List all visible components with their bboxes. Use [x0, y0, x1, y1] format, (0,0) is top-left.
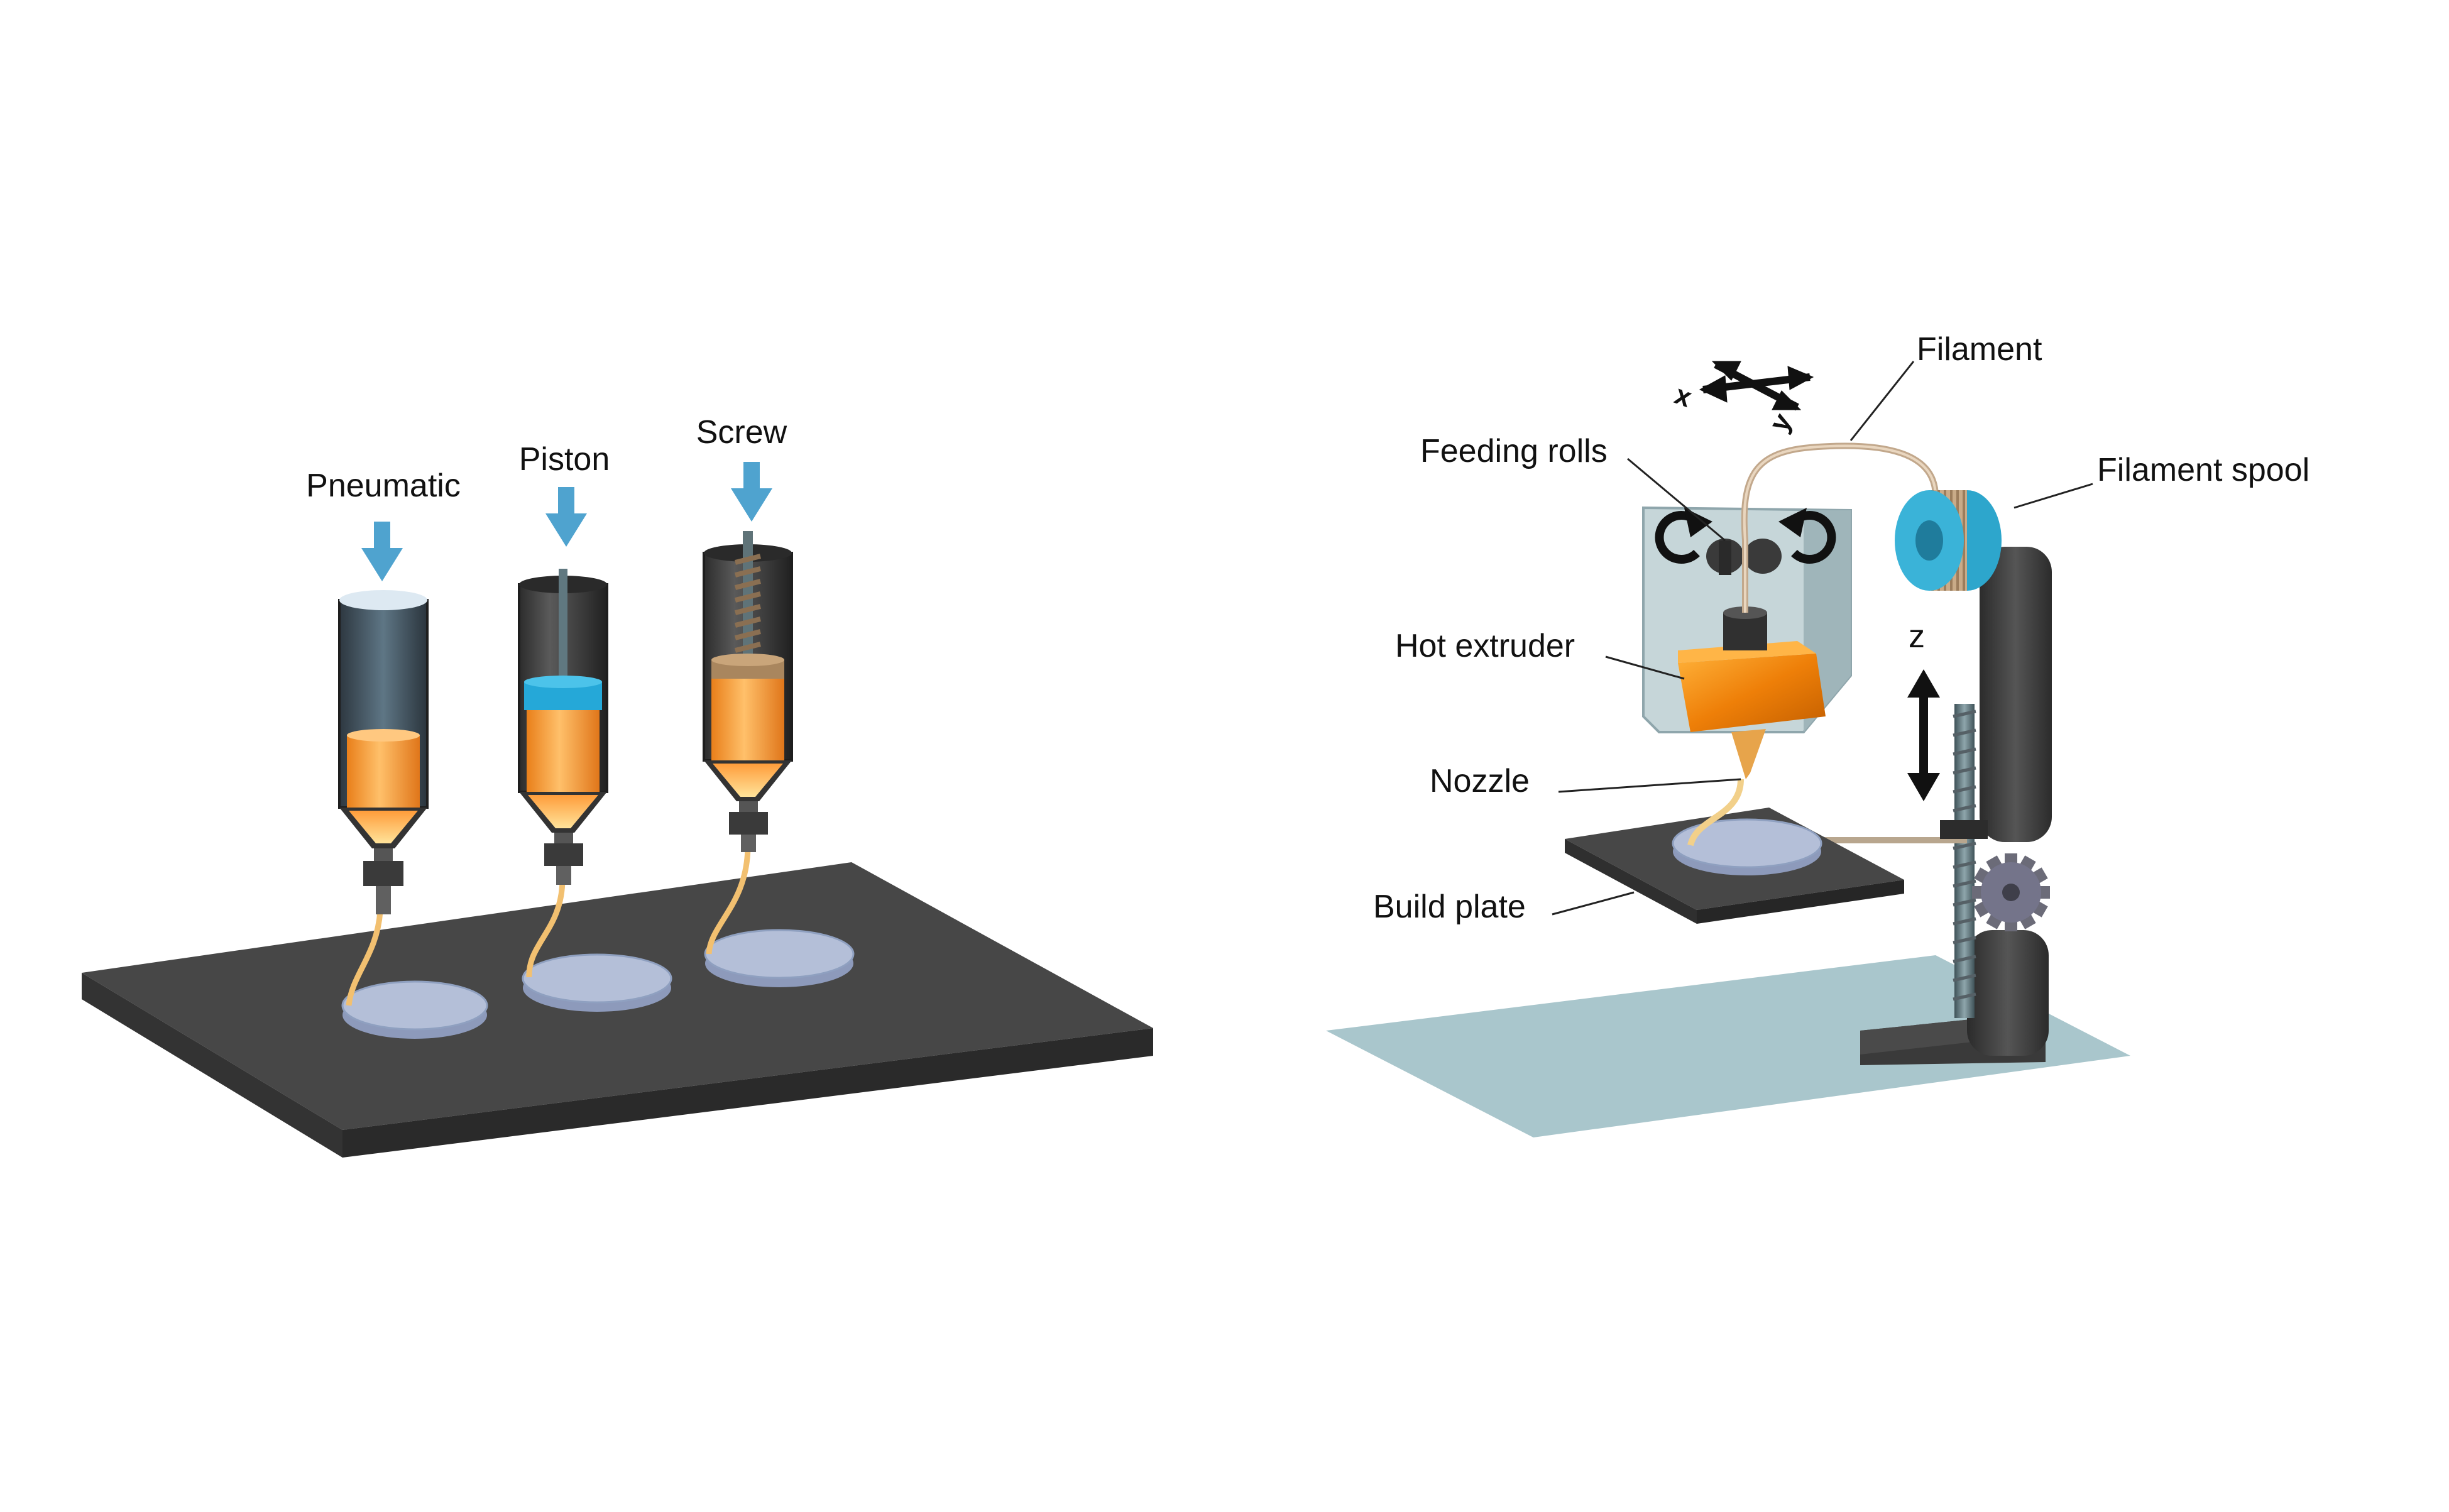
axis-x-label: x — [1671, 379, 1696, 414]
fdm-printer-panel: x y z Filament Feeding rolls Filament sp… — [1326, 331, 2309, 1137]
label-piston: Piston — [519, 441, 610, 478]
strand-screw — [706, 845, 751, 955]
rotate-ccw-icon — [1655, 508, 1712, 564]
strand-piston — [526, 878, 566, 978]
extrusion-bioprinting-panel: Pneumatic Piston Screw — [82, 414, 1153, 1158]
rotate-cw-icon — [1778, 508, 1836, 564]
printer-frame — [1860, 547, 2052, 1065]
xy-move-arrows-icon — [1699, 361, 1814, 411]
piston-syringe — [518, 569, 608, 885]
label-hot-extruder: Hot extruder — [1395, 628, 1575, 664]
axis-z-label: z — [1909, 618, 1925, 655]
label-nozzle: Nozzle — [1430, 763, 1530, 799]
label-filament: Filament — [1917, 331, 2042, 368]
gear-icon — [1972, 853, 2050, 931]
label-pneumatic: Pneumatic — [306, 468, 461, 504]
printed-disc-screw — [704, 929, 855, 987]
label-build-plate: Build plate — [1373, 889, 1526, 925]
axis-y-label: y — [1763, 408, 1798, 437]
floor-plane — [1326, 955, 2130, 1137]
strand-pneumatic — [346, 911, 383, 1006]
down-arrow-icon — [545, 487, 587, 547]
label-filament-spool: Filament spool — [2097, 452, 2309, 488]
fdm-strand — [1687, 779, 1744, 846]
feeding-rolls — [1706, 539, 1782, 575]
screw-syringe — [703, 531, 793, 852]
down-arrow-icon — [731, 462, 772, 522]
printed-disc-pneumatic — [341, 980, 488, 1039]
label-feeding-rolls: Feeding rolls — [1420, 433, 1608, 469]
pneumatic-syringe — [338, 590, 429, 914]
z-double-arrow-icon — [1907, 669, 1940, 801]
screw-thread — [735, 554, 761, 653]
plate-arm — [1822, 837, 1967, 843]
build-plate — [1565, 808, 1904, 924]
z-lead-screw — [1953, 704, 1976, 1018]
label-screw: Screw — [696, 414, 787, 451]
filament-spool — [1895, 490, 2002, 591]
hot-extruder-block — [1678, 606, 1826, 779]
printed-disc-piston — [522, 953, 672, 1012]
down-arrow-icon — [361, 522, 403, 581]
